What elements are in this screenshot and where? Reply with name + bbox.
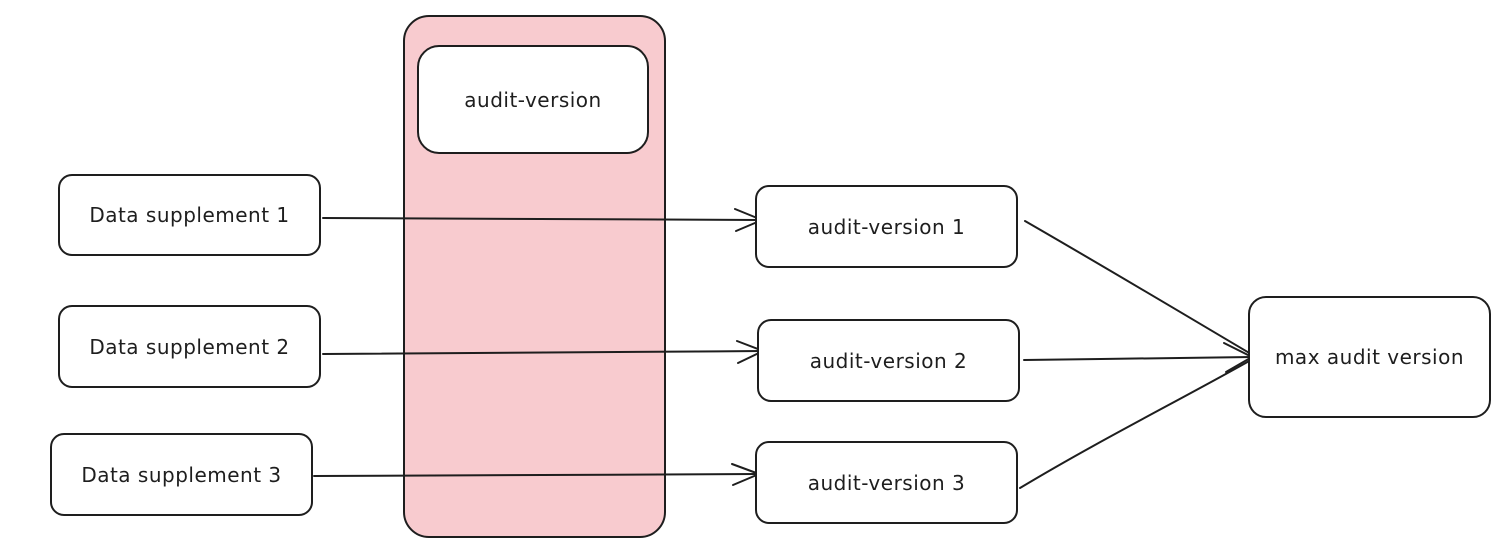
audit-version-1-box: audit-version 1 <box>755 185 1018 268</box>
audit-version-2-label: audit-version 2 <box>809 348 968 373</box>
arrow-src3-to-ver3 <box>313 473 759 477</box>
data-supplement-2-label: Data supplement 2 <box>89 334 290 359</box>
max-audit-version-label: max audit version <box>1274 345 1465 369</box>
arrow-src1-to-ver1 <box>322 217 761 221</box>
audit-version-3-label: audit-version 3 <box>807 470 966 495</box>
arrow-src2-to-ver2 <box>322 350 763 355</box>
arrow-ver1-to-max <box>1024 220 1252 355</box>
data-supplement-1-box: Data supplement 1 <box>58 174 321 256</box>
audit-version-2-box: audit-version 2 <box>757 319 1020 402</box>
max-audit-version-box: max audit version <box>1248 296 1491 418</box>
audit-version-1-label: audit-version 1 <box>807 214 966 239</box>
audit-version-title-box: audit-version <box>417 45 649 154</box>
data-supplement-2-box: Data supplement 2 <box>58 305 321 388</box>
audit-version-3-box: audit-version 3 <box>755 441 1018 524</box>
data-supplement-3-box: Data supplement 3 <box>50 433 313 516</box>
arrow-ver3-to-max <box>1019 359 1252 489</box>
data-supplement-3-label: Data supplement 3 <box>81 462 282 487</box>
audit-version-title-label: audit-version <box>464 87 602 112</box>
data-supplement-1-label: Data supplement 1 <box>89 203 290 227</box>
arrow-ver2-to-max <box>1023 356 1253 361</box>
